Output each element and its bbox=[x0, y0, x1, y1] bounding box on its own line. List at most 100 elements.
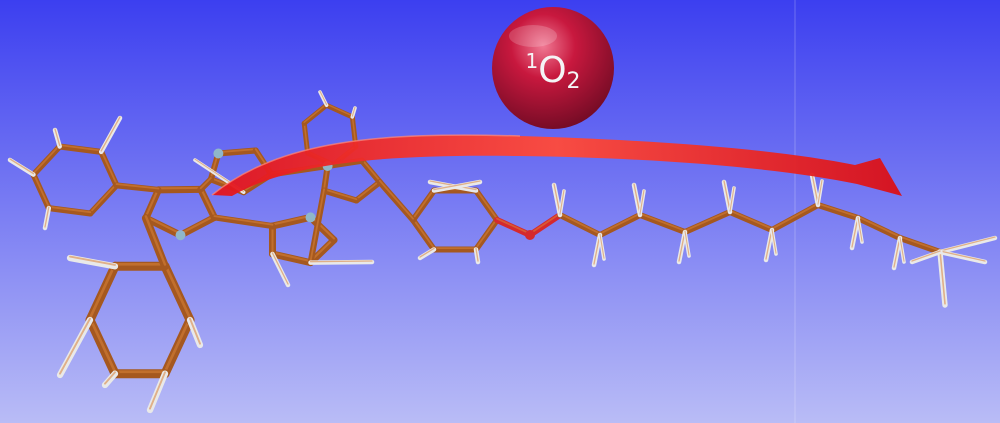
bond-highlight bbox=[355, 179, 381, 201]
bond-highlight bbox=[32, 172, 50, 208]
oxygen-label-subscript: 2 bbox=[567, 69, 581, 94]
bond-highlight bbox=[309, 188, 325, 263]
bond-highlight bbox=[199, 186, 216, 217]
bond-highlight bbox=[144, 187, 160, 218]
bond-highlight bbox=[115, 183, 160, 190]
phenyl-bond bbox=[324, 102, 355, 120]
chain-bond bbox=[769, 202, 821, 233]
bond-highlight bbox=[857, 215, 901, 238]
bond-highlight bbox=[599, 233, 605, 259]
hydrogen-bond bbox=[937, 249, 988, 265]
bond-highlight bbox=[319, 90, 328, 105]
bond-highlight bbox=[857, 216, 863, 242]
bond bbox=[211, 214, 276, 230]
bond-highlight bbox=[199, 177, 212, 189]
bond-highlight bbox=[189, 317, 201, 345]
chain-bond bbox=[682, 209, 733, 235]
bond-highlight bbox=[729, 186, 735, 212]
bond-highlight bbox=[59, 317, 91, 375]
singlet-oxygen-sphere: 1O2 bbox=[492, 7, 614, 129]
bond-highlight bbox=[271, 252, 289, 285]
oxygen-label-symbol: O bbox=[538, 50, 566, 91]
bond-highlight bbox=[939, 236, 996, 252]
bond-highlight bbox=[303, 103, 328, 123]
pyrrole-bond bbox=[268, 250, 315, 267]
bond-highlight bbox=[271, 214, 312, 226]
bond-highlight bbox=[100, 116, 121, 152]
bond-highlight bbox=[58, 144, 103, 152]
bond-highlight bbox=[323, 188, 358, 201]
bond-highlight bbox=[771, 202, 819, 230]
bond-highlight bbox=[899, 235, 941, 252]
bond-highlight bbox=[529, 212, 561, 235]
oxygen-label: 1O2 bbox=[525, 49, 580, 94]
bond-highlight bbox=[475, 217, 498, 250]
nitrogen-atom bbox=[213, 148, 224, 159]
bond bbox=[113, 182, 162, 193]
bond-highlight bbox=[163, 262, 192, 320]
bond-highlight bbox=[475, 188, 498, 220]
bond-highlight bbox=[817, 202, 859, 218]
bond-highlight bbox=[553, 183, 561, 215]
chain-bond bbox=[637, 212, 688, 235]
bond-highlight bbox=[412, 188, 435, 220]
bond-highlight bbox=[217, 148, 257, 154]
bond-highlight bbox=[325, 103, 354, 117]
bond-highlight bbox=[496, 217, 531, 235]
bond-highlight bbox=[639, 212, 686, 232]
bond-highlight bbox=[88, 262, 117, 320]
bond-highlight bbox=[9, 158, 35, 175]
pyrrole-bond bbox=[215, 147, 259, 157]
pyrrole-bond bbox=[307, 213, 338, 244]
bond-highlight bbox=[88, 316, 117, 374]
bond-highlight bbox=[723, 180, 731, 212]
bond-highlight bbox=[144, 215, 167, 266]
bond-highlight bbox=[475, 247, 479, 262]
bond-highlight bbox=[939, 250, 946, 305]
bond-highlight bbox=[433, 180, 481, 191]
bond-highlight bbox=[361, 158, 381, 182]
chain-bond bbox=[897, 235, 943, 255]
bond-highlight bbox=[69, 255, 116, 266]
nitrogen-atom bbox=[305, 212, 316, 223]
bond-highlight bbox=[104, 371, 116, 385]
bond-highlight bbox=[939, 250, 986, 262]
nitrogen-atom bbox=[175, 230, 186, 241]
bond-highlight bbox=[179, 214, 216, 235]
bond-highlight bbox=[599, 212, 641, 235]
hydrogen-bond bbox=[937, 235, 998, 255]
bond bbox=[197, 176, 214, 193]
bond-highlight bbox=[351, 106, 356, 117]
bond-highlight bbox=[419, 247, 435, 258]
bond-highlight bbox=[729, 209, 773, 230]
pyrrole-bond bbox=[353, 179, 383, 204]
hydrogen-bond bbox=[66, 254, 119, 270]
bond-highlight bbox=[100, 149, 118, 185]
hydrogen-bond bbox=[417, 247, 437, 261]
chain-bond bbox=[597, 212, 643, 238]
bond-highlight bbox=[684, 230, 690, 256]
oxygen-label-superscript: 1 bbox=[525, 49, 538, 73]
pyrrole-bond bbox=[307, 236, 338, 267]
bond-highlight bbox=[47, 205, 92, 214]
bond-highlight bbox=[899, 236, 905, 262]
chain-bond bbox=[855, 215, 903, 241]
bond-highlight bbox=[32, 144, 61, 175]
bond-highlight bbox=[163, 316, 192, 374]
phenyl-bond bbox=[45, 205, 94, 217]
chain-bond bbox=[527, 212, 563, 238]
pyrrole-bond bbox=[177, 213, 218, 239]
bond-highlight bbox=[144, 215, 182, 235]
bond-highlight bbox=[213, 215, 274, 226]
molecule-bonds bbox=[7, 90, 998, 414]
hydrogen-bond bbox=[431, 179, 483, 193]
pyrrole-bond bbox=[321, 187, 360, 204]
phenyl-bond bbox=[301, 102, 330, 126]
bond-highlight bbox=[412, 217, 435, 250]
bond-highlight bbox=[54, 128, 61, 147]
bond-highlight bbox=[44, 206, 50, 228]
bond-highlight bbox=[911, 250, 941, 262]
pyrrole-bond bbox=[142, 214, 185, 239]
bond-highlight bbox=[817, 179, 823, 205]
